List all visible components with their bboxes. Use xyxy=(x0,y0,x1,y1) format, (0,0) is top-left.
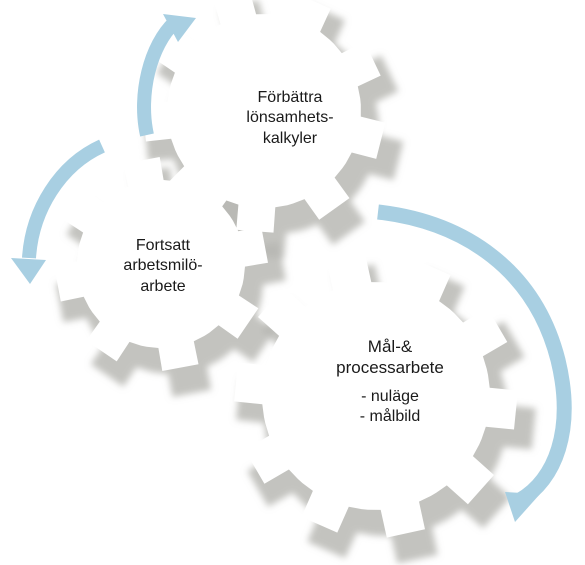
cycle-arrows xyxy=(11,14,572,522)
gear-icon xyxy=(234,254,518,538)
gear-icon xyxy=(54,157,268,371)
gear-top-line1: Förbättra xyxy=(257,89,323,106)
arrow-head-icon xyxy=(163,14,196,42)
gear-label-goal-process: Mål-& processarbete - nuläge - målbild xyxy=(290,336,490,428)
gear-bottom-item2: - målbild xyxy=(359,408,421,426)
gear-faces xyxy=(54,0,518,538)
spacer xyxy=(290,379,490,387)
gear-left-line2: arbetsmilö- xyxy=(123,257,203,275)
gear-label-work-environment: Fortsatt arbetsmilö- arbete xyxy=(88,236,238,297)
gear-top-line2: lönsamhets- xyxy=(246,109,334,127)
arrow-head-icon xyxy=(11,258,46,284)
curved-arrow-icon xyxy=(377,204,572,507)
gear-left-line3: arbete xyxy=(140,277,186,295)
gear-bottom-item1: - nuläge xyxy=(361,387,419,405)
curved-arrow-icon xyxy=(22,139,106,259)
curved-arrow-icon xyxy=(137,16,181,137)
gear-bottom-line1: Mål-& xyxy=(367,337,413,356)
gear-left-line1: Fortsatt xyxy=(135,237,191,254)
gear-label-improve-profitability: Förbättra lönsamhets- kalkyler xyxy=(200,88,380,149)
gear-bottom-line2: processarbete xyxy=(336,358,444,378)
gear-top-line3: kalkyler xyxy=(262,129,318,147)
arrow-head-icon xyxy=(505,492,540,522)
